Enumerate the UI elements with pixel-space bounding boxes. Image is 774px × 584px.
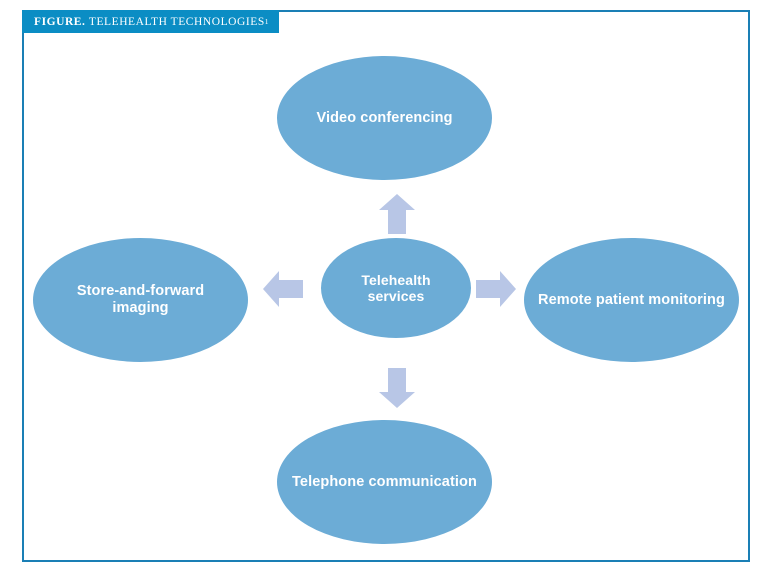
arrow-down-icon: [379, 368, 415, 408]
node-label-video-conferencing: Video conferencing: [316, 109, 453, 126]
node-video-conferencing: Video conferencing: [277, 56, 492, 180]
figure-caption-label: FIGURE.: [34, 15, 86, 28]
node-telephone-communication: Telephone communication: [277, 420, 492, 544]
arrow-up-icon: [379, 194, 415, 234]
node-telehealth-services: Telehealth services: [321, 238, 471, 338]
figure-caption-title: TELEHEALTH TECHNOLOGIES: [88, 15, 265, 28]
node-store-and-forward-imaging: Store-and-forward imaging: [33, 238, 248, 362]
node-label-telephone-communication: Telephone communication: [292, 473, 477, 490]
node-label-telehealth-services: Telehealth services: [361, 271, 431, 304]
node-remote-patient-monitoring: Remote patient monitoring: [524, 238, 739, 362]
telehealth-diagram: Video conferencing Store-and-forward ima…: [24, 34, 748, 560]
node-label-store-and-forward-imaging: Store-and-forward imaging: [76, 283, 205, 316]
arrow-right-icon: [476, 271, 516, 307]
figure-caption-superscript: 1: [264, 17, 269, 26]
arrow-left-icon: [263, 271, 303, 307]
node-label-remote-patient-monitoring: Remote patient monitoring: [538, 291, 725, 308]
